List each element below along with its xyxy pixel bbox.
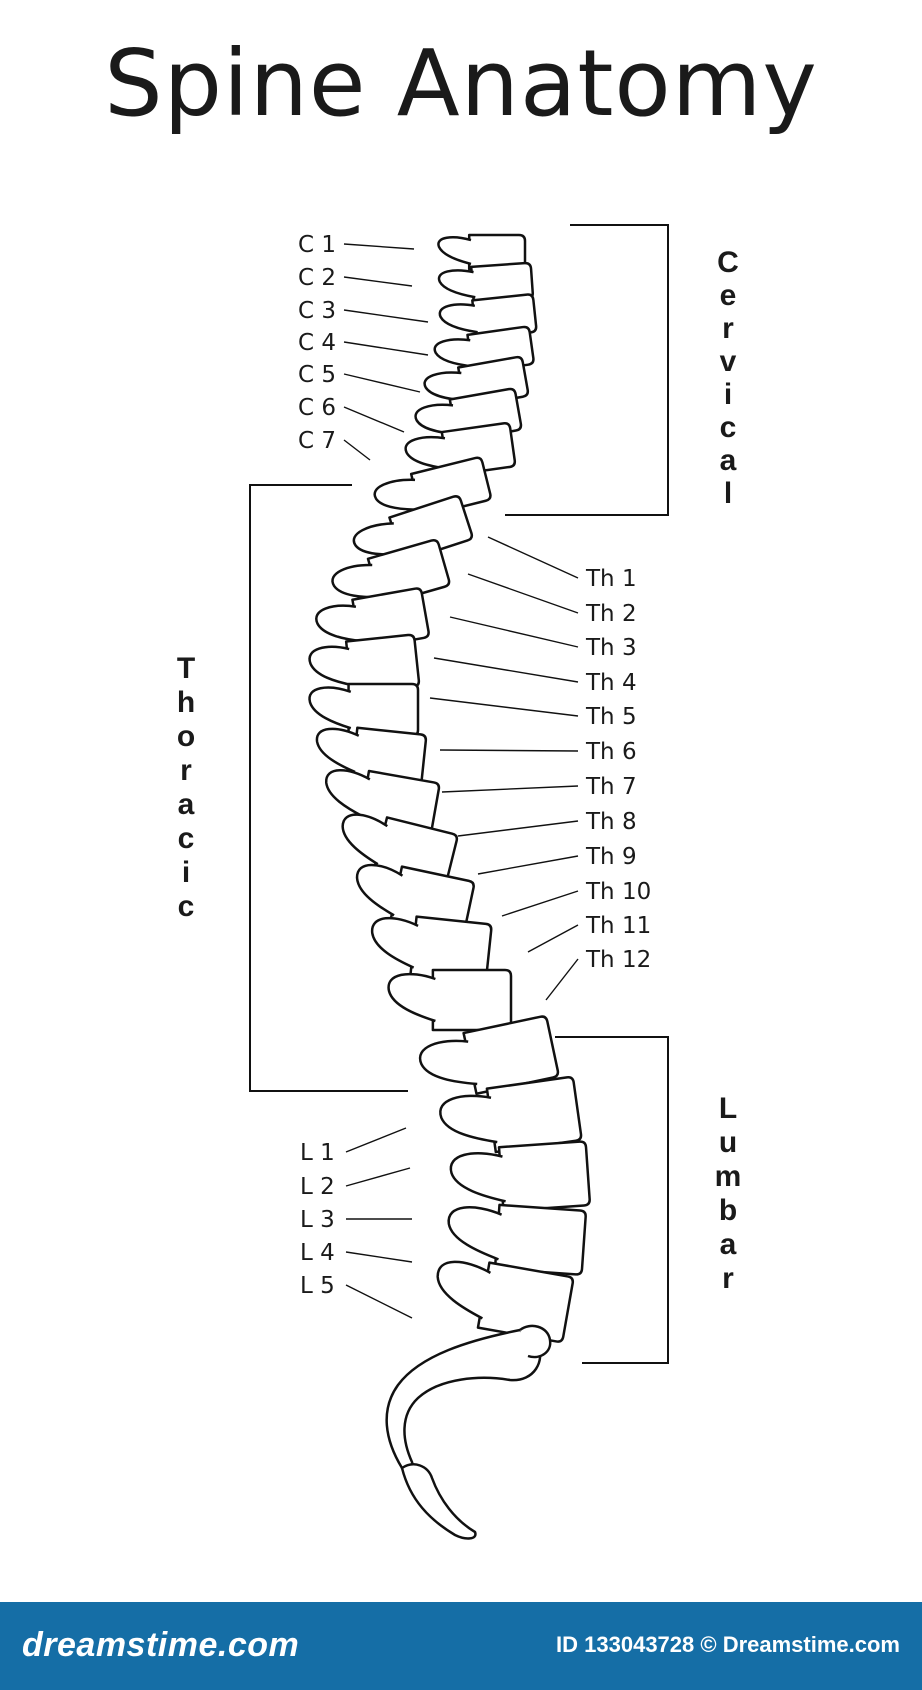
l3-label: L 3 (300, 1207, 335, 1233)
footer-brand[interactable]: dreamstime.com (22, 1626, 300, 1664)
l5-label: L 5 (300, 1273, 335, 1299)
th3-leader (449, 616, 579, 648)
th3-label: Th 3 (585, 635, 637, 661)
l1-leader (345, 1127, 407, 1153)
footer-bar: dreamstime.com ID 133043728 © Dreamstime… (0, 1602, 922, 1690)
svg-text:l: l (724, 477, 732, 510)
svg-text:T: T (177, 652, 195, 685)
c5-leader (343, 373, 421, 393)
th6-label: Th 6 (585, 739, 637, 765)
svg-text:i: i (182, 856, 190, 889)
svg-text:L: L (719, 1092, 737, 1125)
svg-text:r: r (722, 312, 734, 345)
lumbar-5-vertebra (436, 1260, 575, 1343)
thoracic-1-vertebra (373, 456, 492, 518)
th10-label: Th 10 (585, 879, 651, 905)
th4-label: Th 4 (585, 670, 637, 696)
thoracic-12-vertebra (387, 968, 513, 1032)
c1-label: C 1 (298, 232, 336, 258)
c2-leader (343, 276, 413, 287)
c5-label: C 5 (298, 362, 336, 388)
thoracic-8-vertebra (324, 769, 441, 838)
svg-text:a: a (720, 1228, 737, 1261)
svg-text:a: a (178, 788, 195, 821)
thoracic-5-vertebra (308, 633, 421, 695)
c1-leader (343, 243, 415, 250)
leader-lines (343, 243, 579, 1319)
th5-label: Th 5 (585, 704, 637, 730)
svg-text:r: r (722, 1262, 734, 1295)
th5-leader (429, 697, 579, 717)
th7-label: Th 7 (585, 774, 637, 800)
svg-text:v: v (720, 345, 737, 378)
l4-label: L 4 (300, 1240, 335, 1266)
l1-label: L 1 (300, 1140, 335, 1166)
th8-leader (457, 820, 579, 837)
svg-text:c: c (178, 822, 195, 855)
svg-text:h: h (177, 686, 195, 719)
th10-leader (501, 890, 579, 917)
th8-label: Th 8 (585, 809, 637, 835)
l5-leader (345, 1284, 413, 1319)
svg-text:a: a (720, 444, 737, 477)
c3-leader (343, 309, 429, 323)
lumbar-bracket (555, 1036, 669, 1364)
svg-text:m: m (715, 1160, 742, 1193)
l4-leader (345, 1251, 413, 1263)
lumbar-3-vertebra (449, 1140, 591, 1213)
svg-text:r: r (180, 754, 192, 787)
vertebrae-group (308, 233, 591, 1343)
th11-label: Th 11 (585, 913, 651, 939)
l2-label: L 2 (300, 1174, 335, 1200)
labels-group: C 1 C 2 C 3 C 4 C 5 C 6 C 7 Th 1 Th 2 Th 3 Th 4 Th … (298, 232, 651, 1299)
thoracic-6-vertebra (308, 682, 420, 738)
th9-label: Th 9 (585, 844, 637, 870)
lumbar-2-vertebra (439, 1076, 583, 1154)
sacrum-coccyx (385, 1324, 552, 1540)
footer-credit: ID 133043728 © Dreamstime.com (556, 1632, 900, 1657)
thoracic-bracket (249, 484, 408, 1092)
page-title: Spine Anatomy (104, 30, 818, 137)
th12-leader (545, 958, 579, 1001)
th11-leader (527, 924, 579, 953)
th12-label: Th 12 (585, 947, 651, 973)
svg-text:b: b (719, 1194, 737, 1227)
l2-leader (345, 1167, 411, 1187)
svg-text:i: i (724, 378, 732, 411)
th7-leader (441, 785, 579, 793)
th6-leader (439, 749, 579, 752)
c3-label: C 3 (298, 298, 336, 324)
svg-text:c: c (720, 411, 737, 444)
cervical-bracket (505, 224, 669, 516)
c7-label: C 7 (298, 428, 336, 454)
c4-label: C 4 (298, 330, 336, 356)
svg-text:e: e (720, 279, 737, 312)
c6-label: C 6 (298, 395, 336, 421)
cervical-4-vertebra (433, 325, 535, 374)
svg-text:C: C (717, 246, 739, 279)
lumbar-4-vertebra (447, 1203, 587, 1276)
c4-leader (343, 341, 429, 356)
svg-text:u: u (719, 1126, 737, 1159)
th1-label: Th 1 (585, 566, 637, 592)
thoracic-3-vertebra (331, 538, 451, 607)
th9-leader (477, 855, 579, 875)
spine-illustration: C 1 C 2 C 3 C 4 C 5 C 6 C 7 Th 1 Th 2 Th 3 Th 4 Th … (177, 224, 742, 1540)
c2-label: C 2 (298, 265, 336, 291)
svg-text:o: o (177, 720, 195, 753)
thoracic-2-vertebra (352, 495, 474, 563)
th4-leader (433, 657, 579, 683)
th1-leader (487, 536, 579, 579)
svg-text:c: c (178, 890, 195, 923)
th2-label: Th 2 (585, 601, 637, 627)
c6-leader (343, 406, 405, 433)
lumbar-1-vertebra (418, 1015, 560, 1095)
c7-leader (343, 439, 371, 461)
th2-leader (467, 573, 579, 614)
